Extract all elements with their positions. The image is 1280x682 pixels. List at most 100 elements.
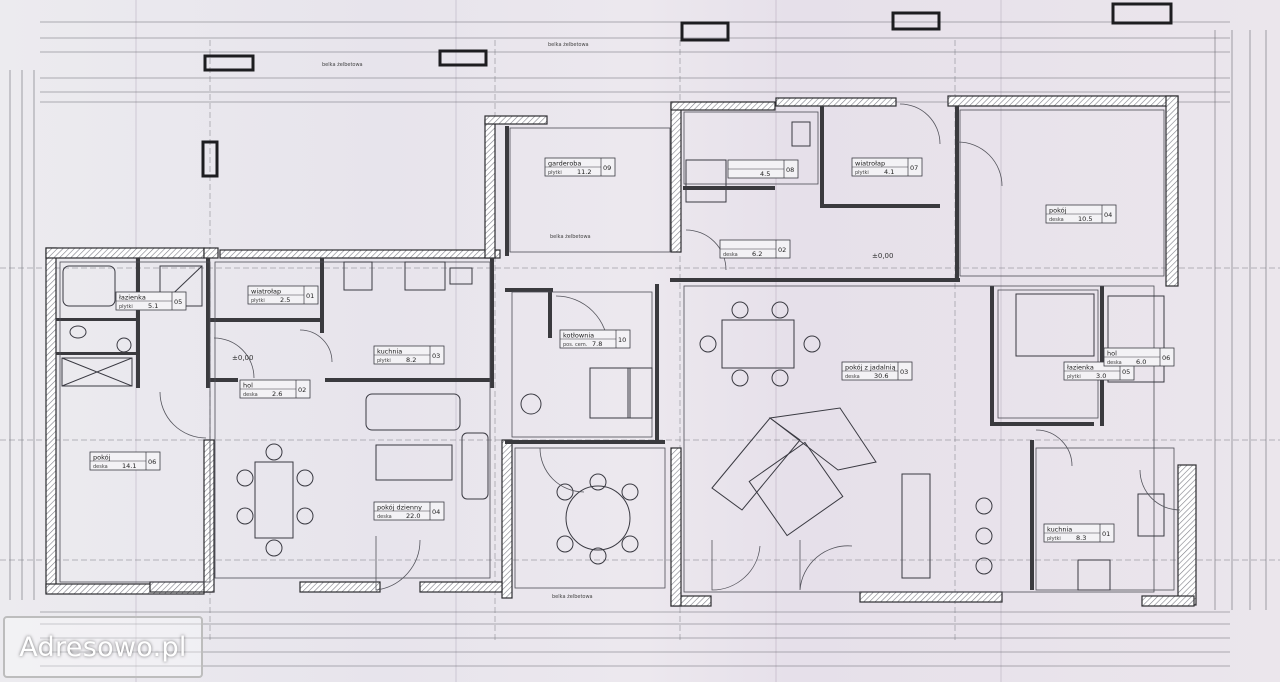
room-name: wiatrołap [855, 160, 885, 168]
room-number: 06 [1162, 354, 1170, 362]
paper-fold [1000, 0, 1002, 682]
room-floor: płytki [548, 170, 562, 176]
top-dimension-lines [40, 21, 1230, 103]
doors [159, 103, 1181, 591]
room-number: 05 [174, 298, 182, 306]
room-number: 02 [778, 246, 786, 254]
room-name: pokój z jadalnią [845, 364, 896, 372]
room-number: 09 [603, 164, 611, 172]
watermark-logo: Adresowo.pl [3, 616, 203, 678]
fixtures [61, 121, 1165, 591]
kitchen-sink2-icon [1137, 493, 1165, 537]
paper-fold [455, 0, 457, 682]
room-floor: płytki [119, 304, 133, 310]
toilet2-icon [791, 121, 811, 147]
cabinet-icon [61, 357, 133, 387]
paper-fold [775, 0, 777, 682]
room-floor: deska [1107, 360, 1122, 366]
drawing-notes: belka żelbetowa belka żelbetowa belka że… [322, 42, 593, 600]
room-number: 07 [910, 164, 918, 172]
room-floor: deska [845, 374, 860, 380]
room-area: 30.6 [874, 372, 888, 380]
note: belka żelbetowa [550, 234, 591, 240]
room-area: 14.1 [122, 462, 136, 470]
room-area: 7.8 [592, 340, 602, 348]
room-area: 4.5 [760, 170, 770, 178]
room-number: 03 [432, 352, 440, 360]
armchair-icon [461, 432, 489, 500]
room-area: 11.2 [577, 168, 591, 176]
sofa-icon [365, 393, 461, 431]
grid-axes [0, 40, 1280, 640]
note: belka żelbetowa [548, 42, 589, 48]
wardrobe-icon [1107, 295, 1165, 383]
room-area: 6.2 [752, 250, 762, 258]
room-name: łazienka [1067, 364, 1094, 372]
room-name: wiatrołap [251, 288, 281, 296]
room-number: 04 [432, 508, 440, 516]
room-number: 05 [1122, 368, 1130, 376]
room-number: 01 [1102, 530, 1110, 538]
room-number: 08 [786, 166, 794, 174]
room-floor: płytki [1067, 374, 1081, 380]
room-area: 8.2 [406, 356, 416, 364]
room-area: 22.0 [406, 512, 420, 520]
bottom-dimension-lines [40, 611, 1230, 667]
exterior-walls [45, 95, 1197, 607]
room-name: kuchnia [377, 348, 402, 356]
kitchen-sink-icon [404, 261, 446, 291]
level-markers: ±0,00 ±0,00 [232, 252, 893, 362]
interior-walls [56, 106, 1104, 590]
room-stamp-r03b: 03 pokój z jadalnią deska 30.6 [841, 361, 913, 381]
tv-unit-icon [901, 473, 931, 579]
room-name: kotłownia [563, 332, 594, 340]
room-outlines [59, 109, 1175, 593]
boiler-icon [589, 367, 631, 419]
sink-icon [116, 337, 132, 353]
level-marker: ±0,00 [872, 252, 893, 260]
toilet-icon [69, 325, 87, 339]
room-stamp-r08: 084.5 [727, 159, 799, 179]
drain-icon [520, 393, 542, 415]
room-area: 4.1 [884, 168, 894, 176]
dining-table-icon [254, 461, 294, 539]
room-floor: deska [93, 464, 108, 470]
room-number: 01 [306, 292, 314, 300]
table2-icon [721, 319, 795, 369]
room-stamp-r05a: 05 łazienka płytki 5.1 [115, 291, 187, 311]
room-floor: płytki [251, 298, 265, 304]
room-name: kuchnia [1047, 526, 1072, 534]
room-area: 3.0 [1096, 372, 1106, 380]
room-name: pokój dzienny [377, 504, 422, 512]
room-number: 10 [618, 336, 626, 344]
room-area: 10.5 [1078, 215, 1092, 223]
room-number: 03 [900, 368, 908, 376]
room-name: hol [243, 382, 253, 390]
room-number: 04 [1104, 211, 1112, 219]
room-floor: płytki [1047, 536, 1061, 542]
room-name: garderoba [548, 160, 581, 168]
stove2-icon [1077, 559, 1111, 591]
room-name: pokój [93, 454, 111, 462]
room-number: 02 [298, 386, 306, 394]
room-stamp-r09: 09 garderoba płytki 11.2 [544, 157, 616, 177]
coffee-table-icon [375, 444, 453, 481]
room-floor: deska [243, 392, 258, 398]
room-area: 6.0 [1136, 358, 1146, 366]
room-name: pokój [1049, 207, 1067, 215]
room-name: łazienka [119, 294, 146, 302]
room-area: 5.1 [148, 302, 158, 310]
level-marker: ±0,00 [232, 354, 253, 362]
room-floor: deska [723, 252, 738, 258]
room-stamp-r05b: 05 łazienka płytki 3.0 [1063, 361, 1135, 381]
